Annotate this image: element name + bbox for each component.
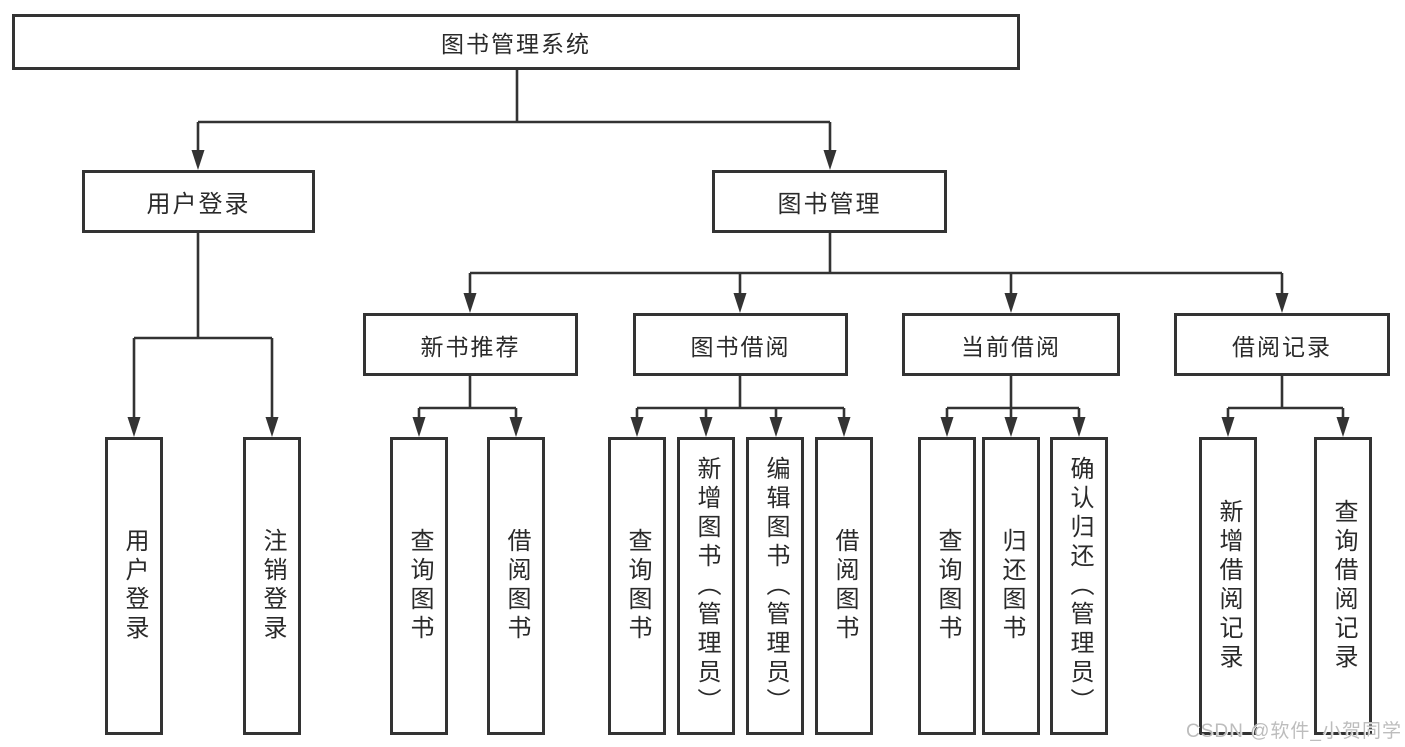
leaf-edit-books-admin: 编辑图书（管理员） [746,437,804,735]
node-current-borrow: 当前借阅 [902,313,1120,376]
node-user-login: 用户登录 [82,170,315,233]
leaf-borrow-books: 借阅图书 [815,437,873,735]
leaf-user-login: 用户登录 [105,437,163,735]
leaf-query-borrow-record: 查询借阅记录 [1314,437,1372,735]
leaf-confirm-return-admin: 确认归还（管理员） [1050,437,1108,735]
node-new-book-recommend: 新书推荐 [363,313,578,376]
leaf-logout: 注销登录 [243,437,301,735]
node-book-borrow: 图书借阅 [633,313,848,376]
leaf-add-borrow-record: 新增借阅记录 [1199,437,1257,735]
leaf-query-books-recommend: 查询图书 [390,437,448,735]
csdn-watermark: CSDN @软件_小贺同学 [1186,721,1402,742]
leaf-add-books-admin: 新增图书（管理员） [677,437,735,735]
node-borrow-records: 借阅记录 [1174,313,1390,376]
leaf-return-books: 归还图书 [982,437,1040,735]
leaf-query-books-current: 查询图书 [918,437,976,735]
leaf-borrow-books-recommend: 借阅图书 [487,437,545,735]
node-library-management-system: 图书管理系统 [12,14,1020,70]
leaf-query-books-borrow: 查询图书 [608,437,666,735]
node-book-management: 图书管理 [712,170,947,233]
